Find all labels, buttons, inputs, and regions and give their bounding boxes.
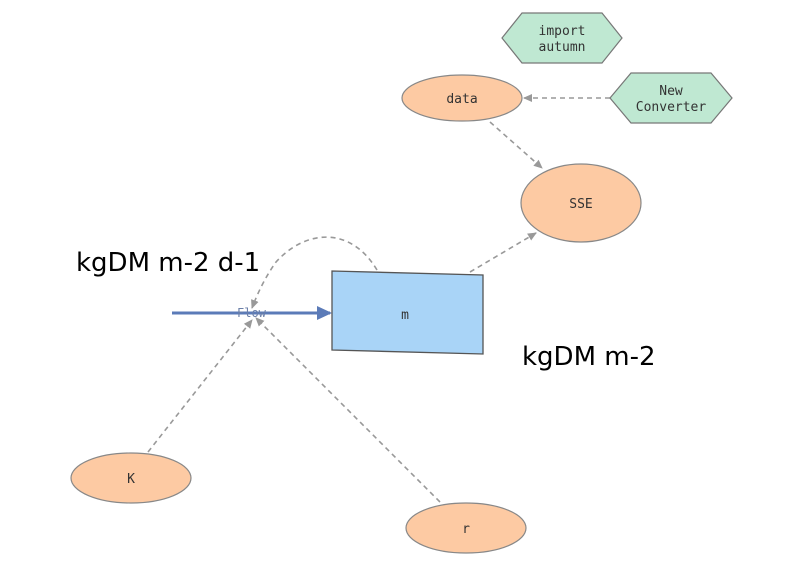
variable-data-label: data — [446, 92, 477, 107]
variable-k[interactable]: K — [70, 452, 192, 504]
link-k-to-flow[interactable] — [147, 319, 253, 453]
variable-r[interactable]: r — [405, 502, 527, 554]
annotation-flow-units: kgDM m-2 d-1 — [76, 248, 260, 278]
variable-sse-label: SSE — [569, 197, 592, 212]
flow[interactable]: Flow — [172, 306, 332, 320]
stock-m-box[interactable] — [331, 270, 484, 355]
converter-new-converter[interactable]: New Converter — [609, 72, 733, 124]
converter-import-shape[interactable] — [501, 12, 623, 64]
variable-r-shape[interactable] — [405, 502, 527, 554]
variable-r-label: r — [462, 522, 470, 537]
link-r-to-flow[interactable] — [255, 317, 441, 503]
stock-m[interactable]: m — [331, 270, 484, 355]
variable-sse-shape[interactable] — [520, 163, 642, 243]
link-data-to-sse[interactable] — [489, 121, 543, 169]
variable-k-shape[interactable] — [70, 452, 192, 504]
variable-k-label: K — [127, 472, 135, 487]
converter-new-label-line2: Converter — [636, 100, 707, 115]
flow-label: Flow — [237, 306, 267, 320]
dependency-links — [147, 94, 610, 503]
annotation-stock-units: kgDM m-2 — [522, 342, 656, 372]
variable-data-shape[interactable] — [401, 74, 523, 122]
variable-sse[interactable]: SSE — [520, 163, 642, 243]
link-m-to-sse[interactable] — [469, 232, 537, 273]
variable-data[interactable]: data — [401, 74, 523, 122]
converter-import-autumn[interactable]: import autumn — [501, 12, 623, 64]
stock-m-label: m — [401, 308, 409, 323]
converter-new-shape[interactable] — [609, 72, 733, 124]
converter-import-label-line2: autumn — [539, 40, 586, 55]
link-m-to-flow[interactable] — [251, 236, 378, 309]
converter-new-label-line1: New — [659, 84, 683, 99]
converter-import-label-line1: import — [539, 24, 586, 39]
